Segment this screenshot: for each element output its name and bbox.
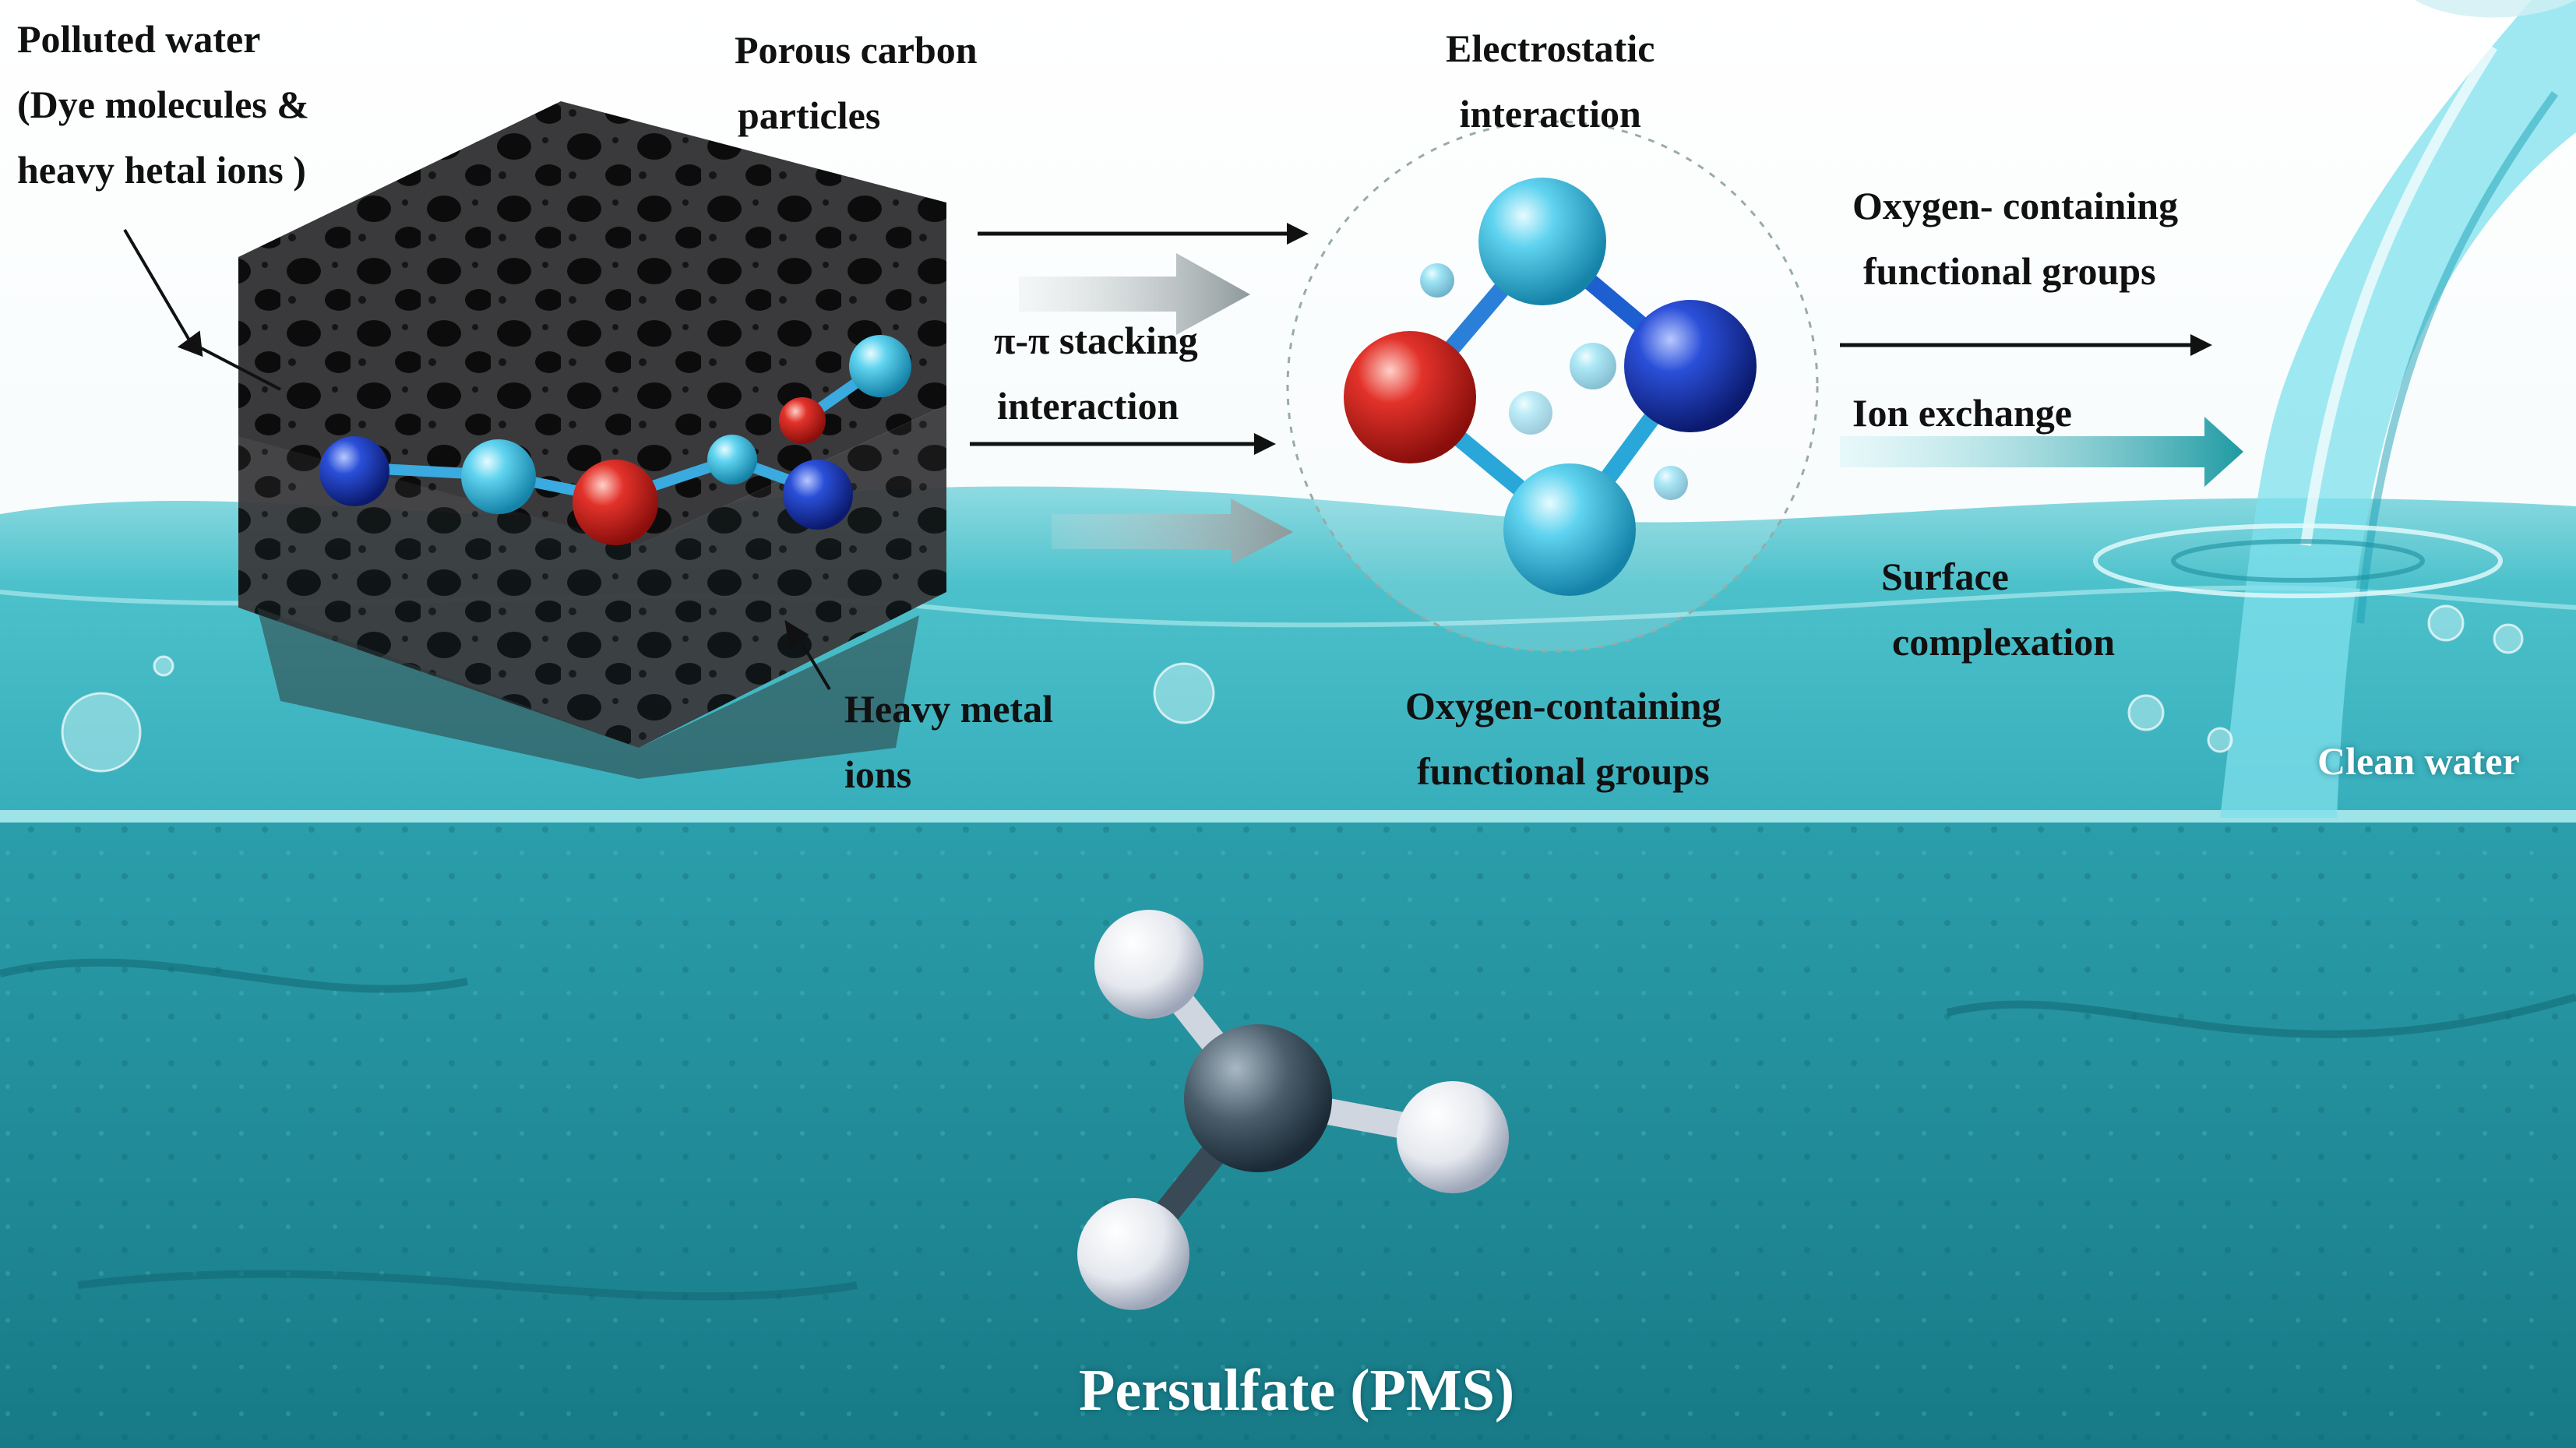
electrostatic-molecule [1286, 120, 1819, 653]
arrow-oxygen-groups [1840, 334, 2212, 356]
label-line: Oxygen-containing [1405, 684, 1721, 728]
label-electrostatic: Electrostatic interaction [1446, 16, 1654, 146]
bubbles [61, 604, 2524, 773]
dye-molecules [319, 335, 911, 545]
pouring-water-stream [2093, 0, 2576, 818]
label-line: Oxygen- containing [1852, 184, 2179, 227]
porous-carbon-block [238, 101, 946, 779]
label-line: ions [844, 752, 912, 796]
label-line: Heavy metal [844, 687, 1053, 731]
persulfate-molecule [1077, 910, 1509, 1310]
label-line: functional groups [1863, 249, 2156, 293]
label-line: interaction [997, 384, 1179, 428]
label-oxygen-groups-top: Oxygen- containing functional groups [1852, 173, 2178, 304]
arrow-pi-stacking [970, 433, 1276, 455]
label-line: complexation [1892, 620, 2116, 664]
label-line: heavy hetal ions ) [17, 148, 306, 192]
label-persulfate: Persulfate (PMS) [1079, 1358, 1515, 1423]
gray-arrow-lower [1052, 499, 1293, 565]
arrow-to-electrostatic [978, 223, 1309, 245]
divider-band [0, 810, 2576, 823]
label-line: Electrostatic [1446, 26, 1655, 70]
label-ion-exchange: Ion exchange [1852, 391, 2072, 435]
label-surface-complexation: Surface complexation [1881, 544, 2115, 675]
label-line: π-π stacking [994, 319, 1198, 362]
label-pi-stacking: π-π stacking interaction [994, 308, 1198, 439]
pointer-arrow-polluted [123, 228, 281, 391]
label-line: Porous carbon [735, 28, 978, 72]
arrow-ion-exchange [1840, 417, 2243, 487]
label-porous-carbon: Porous carbon particles [735, 17, 978, 148]
label-line: (Dye molecules & [17, 83, 309, 126]
gray-arrow-upper [1019, 253, 1250, 335]
label-heavy-metal-ions: Heavy metal ions [844, 676, 1053, 807]
label-line: particles [738, 93, 881, 137]
label-line: Surface [1881, 555, 2009, 598]
label-clean-water: Clean water [2317, 739, 2520, 783]
label-line: interaction [1459, 92, 1641, 136]
pointer-arrow-heavy-metal [784, 620, 831, 691]
label-line: functional groups [1417, 749, 1710, 793]
label-oxygen-groups-bottom: Oxygen-containing functional groups [1405, 673, 1721, 804]
label-line: Polluted water [17, 17, 261, 61]
label-polluted-water: Polluted water (Dye molecules & heavy he… [17, 6, 309, 203]
